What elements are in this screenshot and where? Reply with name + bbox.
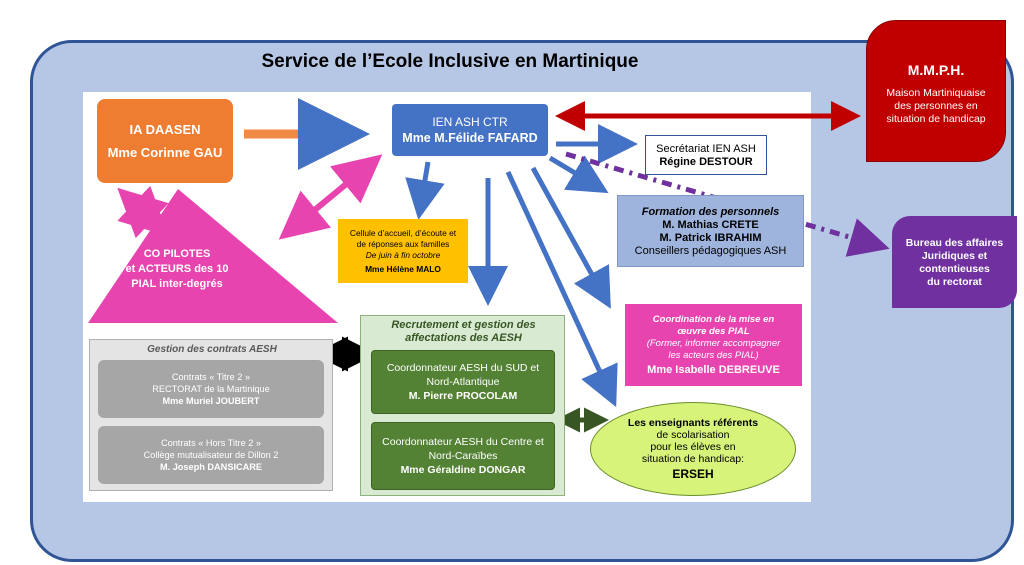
copilotes-triangle xyxy=(88,189,338,323)
g2-name: Mme Géraldine DONGAR xyxy=(400,464,526,476)
bureau-affaires-box: Bureau des affaires Juridiques et conten… xyxy=(892,216,1017,308)
gestion-title: Gestion des contrats AESH xyxy=(147,344,277,355)
formation-person-2: M. Patrick IBRAHIM xyxy=(659,231,762,244)
coordonnateur-sud-box: Coordonnateur AESH du SUD et Nord-Atlant… xyxy=(371,350,555,414)
contrats-hors-titre2-box: Contrats « Hors Titre 2 » Collège mutual… xyxy=(98,426,324,484)
mmph-line-2: Maison Martiniquaise xyxy=(886,86,986,99)
arrow-ien-bureau xyxy=(565,151,890,257)
mmph-line-3: des personnes en xyxy=(894,99,978,112)
formation-box: Formation des personnels M. Mathias CRET… xyxy=(617,195,804,267)
erseh-line-1: Les enseignants référents xyxy=(627,417,759,429)
coordination-title-2: œuvre des PIAL xyxy=(677,326,750,337)
arrow-ia-copilotes xyxy=(117,185,169,239)
arrow-ien-cellule xyxy=(405,161,445,220)
c1-name: Mme Muriel JOUBERT xyxy=(162,396,260,406)
g2-line-1: Coordonnateur AESH du Centre et xyxy=(382,436,544,448)
mmph-line-4: situation de handicap xyxy=(886,112,986,125)
ia-title: IA DAASEN xyxy=(129,122,201,137)
erseh-line-4: situation de handicap: xyxy=(641,453,745,465)
copilotes-line-1: CO PILOTES xyxy=(143,248,211,260)
copilotes-line-2: et ACTEURS des 10 xyxy=(125,263,229,275)
coordination-box: Coordination de la mise en œuvre des PIA… xyxy=(625,304,802,386)
coordonnateur-centre-box: Coordonnateur AESH du Centre et Nord-Car… xyxy=(371,422,555,490)
erseh-line-2: de scolarisation xyxy=(656,429,730,441)
g1-name: M. Pierre PROCOLAM xyxy=(408,390,518,402)
g2-line-2: Nord-Caraïbes xyxy=(428,450,498,462)
copilotes-line-3: PIAL inter-degrés xyxy=(131,278,223,290)
g1-line-1: Coordonnateur AESH du SUD et xyxy=(386,362,540,374)
arrow-ien-coordination xyxy=(530,166,611,309)
secretariat-title: Secrétariat IEN ASH xyxy=(656,142,756,155)
c2-line-2: Collège mutualisateur de Dillon 2 xyxy=(143,450,279,460)
recrutement-title: Recrutement et gestion des affectations … xyxy=(361,319,566,345)
mmph-title: M.M.P.H. xyxy=(907,61,965,78)
erseh-line-3: pour les élèves en xyxy=(650,441,736,453)
c2-name: M. Joseph DANSICARE xyxy=(159,462,263,472)
ien-title: IEN ASH CTR xyxy=(432,115,508,129)
g1-line-2: Nord-Atlantique xyxy=(426,376,500,388)
c2-line-1: Contrats « Hors Titre 2 » xyxy=(160,438,262,448)
ia-daasen-box: IA DAASEN Mme Corinne GAU xyxy=(97,99,233,183)
erseh-acronym: ERSEH xyxy=(672,467,714,481)
diagram-title: Service de l’Ecole Inclusive en Martiniq… xyxy=(261,51,639,72)
recrutement-title-2: affectations des AESH xyxy=(405,332,522,344)
cellule-period: De juin à fin octobre xyxy=(365,250,441,260)
bureau-line-2: Juridiques et xyxy=(921,249,988,262)
gestion-contrats-panel: Gestion des contrats AESH Contrats « Tit… xyxy=(89,339,333,491)
cellule-line-2: de réponses aux familles xyxy=(356,239,450,249)
coordination-desc-1: (Former, informer accompagner xyxy=(646,338,781,349)
ien-box: IEN ASH CTR Mme M.Félide FAFARD xyxy=(392,104,548,156)
recrutement-title-1: Recrutement et gestion des xyxy=(391,319,536,331)
formation-person-1: M. Mathias CRETE xyxy=(662,218,759,231)
arrow-ien-erseh xyxy=(505,170,618,408)
cellule-line-1: Cellule d’accueil, d’écoute et xyxy=(349,228,457,238)
copilotes-label: CO PILOTES et ACTEURS des 10 PIAL inter-… xyxy=(122,247,232,309)
formation-role: Conseillers pédagogiques ASH xyxy=(634,244,787,257)
secretariat-name: Régine DESTOUR xyxy=(659,155,753,168)
bureau-line-1: Bureau des affaires xyxy=(905,236,1004,249)
mmph-box: M.M.P.H. Maison Martiniquaise des person… xyxy=(866,20,1006,162)
ia-name: Mme Corinne GAU xyxy=(107,145,223,160)
secretariat-box: Secrétariat IEN ASH Régine DESTOUR xyxy=(645,135,767,175)
cellule-box: Cellule d’accueil, d’écoute et de répons… xyxy=(338,219,468,283)
formation-title: Formation des personnels xyxy=(641,205,780,218)
erseh-ellipse: Les enseignants référents de scolarisati… xyxy=(590,402,796,496)
bureau-line-3: contentieuses xyxy=(919,262,990,275)
coordination-desc-2: les acteurs des PIAL) xyxy=(668,350,759,361)
arrow-ien-copilotes xyxy=(278,154,383,240)
recrutement-panel: Recrutement et gestion des affectations … xyxy=(360,315,565,496)
arrow-ien-formation xyxy=(548,155,609,194)
ien-name: Mme M.Félide FAFARD xyxy=(402,131,538,145)
coordination-title-1: Coordination de la mise en xyxy=(652,314,775,325)
c1-line-2: RECTORAT de la Martinique xyxy=(152,384,270,394)
c1-line-1: Contrats « Titre 2 » xyxy=(171,372,251,382)
bureau-line-4: du rectorat xyxy=(927,275,982,288)
coordination-name: Mme Isabelle DEBREUVE xyxy=(647,364,780,376)
contrats-titre2-box: Contrats « Titre 2 » RECTORAT de la Mart… xyxy=(98,360,324,418)
cellule-name: Mme Hélène MALO xyxy=(365,264,441,274)
